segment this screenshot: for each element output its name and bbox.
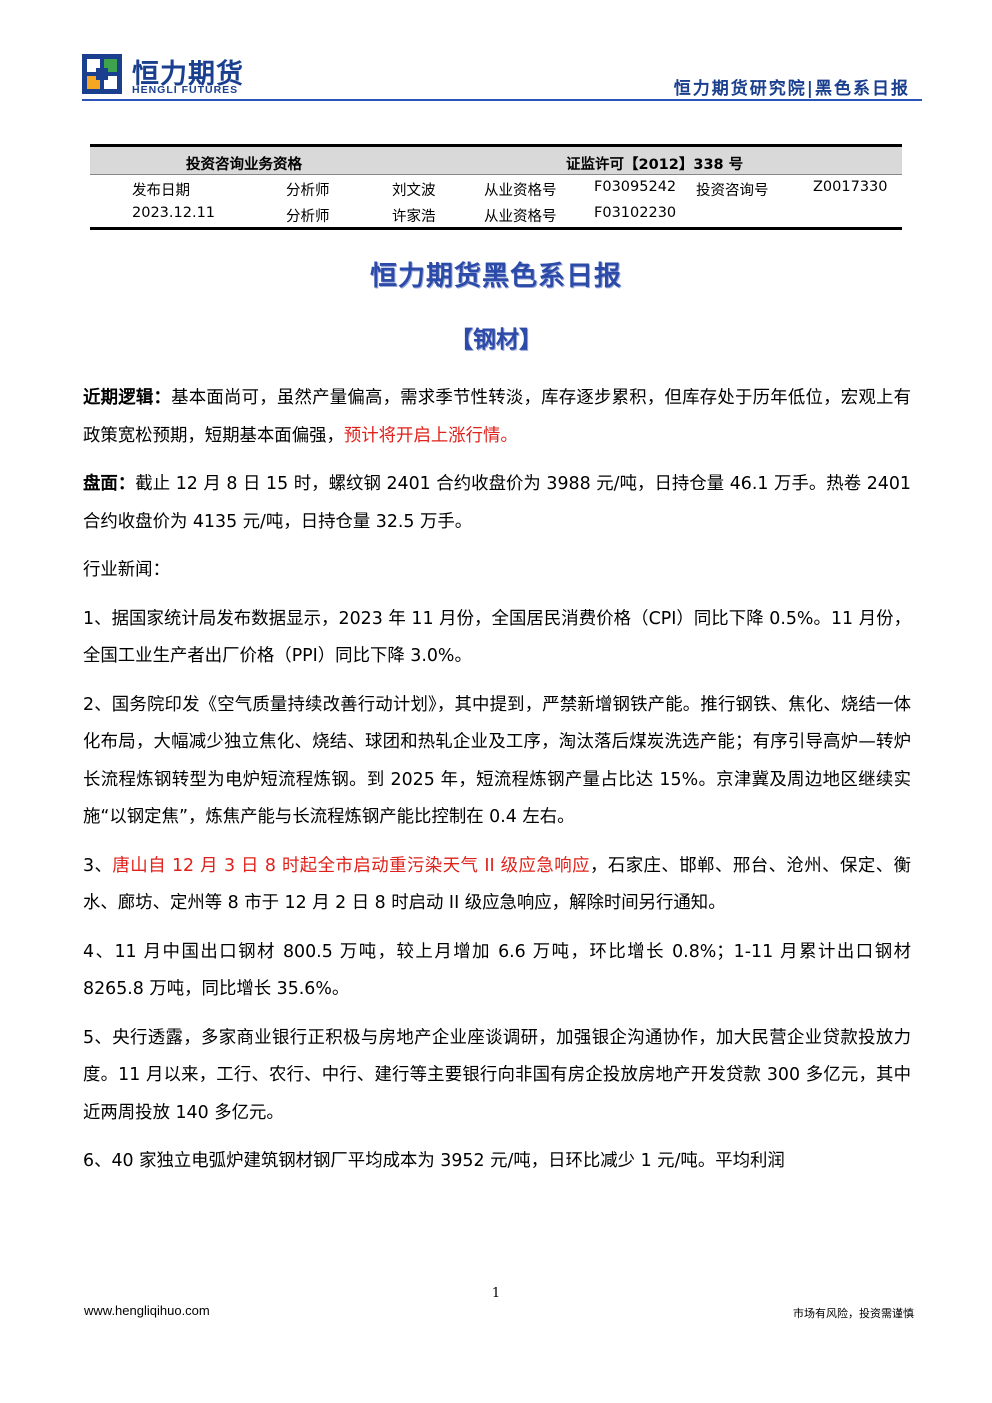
cert-number: F03095242 xyxy=(594,179,677,195)
report-body: 近期逻辑：基本面尚可，虽然产量偏高，需求季节性转淡，库存逐步累积，但库存处于历年… xyxy=(83,380,911,1192)
cert-label: 从业资格号 xyxy=(484,209,557,225)
footer-website-link[interactable]: www.hengliqihuo.com xyxy=(84,1303,210,1318)
hengli-logo-icon xyxy=(82,54,122,94)
logic-paragraph: 近期逻辑：基本面尚可，虽然产量偏高，需求季节性转淡，库存逐步累积，但库存处于历年… xyxy=(83,380,911,455)
market-paragraph: 盘面：截止 12 月 8 日 15 时，螺纹钢 2401 合约收盘价为 3988… xyxy=(83,466,911,541)
analyst-name: 许家浩 xyxy=(392,209,436,225)
news-item: 1、据国家统计局发布数据显示，2023 年 11 月份，全国居民消费价格（CPI… xyxy=(83,608,911,667)
cert-number: F03102230 xyxy=(594,205,677,221)
brand-name-en: HENGLI FUTURES xyxy=(132,84,239,96)
header-report-title: 恒力期货研究院|黑色系日报 xyxy=(673,79,910,99)
publish-date-label: 发布日期 xyxy=(132,183,190,199)
analyst-name: 刘文波 xyxy=(392,183,436,199)
header-divider xyxy=(82,99,922,101)
analyst-role: 分析师 xyxy=(286,183,330,199)
news-item: 2、国务院印发《空气质量持续改善行动计划》，其中提到，严禁新增钢铁产能。推行钢铁… xyxy=(83,694,911,828)
qualification-label: 投资咨询业务资格 xyxy=(186,157,302,173)
consult-number: Z0017330 xyxy=(813,179,888,195)
logic-text: 基本面尚可，虽然产量偏高，需求季节性转淡，库存逐步累积，但库存处于历年低位，宏观… xyxy=(83,388,911,446)
page-number: 1 xyxy=(491,1286,501,1301)
footer-risk-warning: 市场有风险，投资需谨慎 xyxy=(793,1307,914,1320)
qualification-row: 投资咨询业务资格 证监许可【2012】338 号 xyxy=(90,147,902,175)
news-item: 6、40 家独立电弧炉建筑钢材钢厂平均成本为 3952 元/吨，日环比减少 1 … xyxy=(83,1151,785,1171)
news-label: 行业新闻： xyxy=(83,560,170,580)
market-label: 盘面： xyxy=(83,474,136,494)
qualification-table: 投资咨询业务资格 证监许可【2012】338 号 发布日期 分析师 刘文波 从业… xyxy=(90,144,902,230)
analyst-row: 发布日期 分析师 刘文波 从业资格号 F03095242 投资咨询号 Z0017… xyxy=(90,175,902,201)
report-title: 恒力期货黑色系日报 xyxy=(370,261,622,292)
news-item-prefix: 3、 xyxy=(83,855,113,876)
analyst-role: 分析师 xyxy=(286,209,330,225)
news-item: 5、央行透露，多家商业银行正积极与房地产企业座谈调研，加强银企沟通协作，加大民营… xyxy=(83,1027,911,1123)
license-number: 证监许可【2012】338 号 xyxy=(566,157,744,173)
publish-date: 2023.12.11 xyxy=(132,205,216,221)
company-logo: 恒力期货 HENGLI FUTURES xyxy=(82,52,252,98)
news-item: 3、唐山自 12 月 3 日 8 时起全市启动重污染天气 II 级应急响应，石家… xyxy=(83,848,911,923)
news-item: 4、11 月中国出口钢材 800.5 万吨，较上月增加 6.6 万吨，环比增长 … xyxy=(83,941,911,1000)
market-text: 截止 12 月 8 日 15 时，螺纹钢 2401 合约收盘价为 3988 元/… xyxy=(83,474,911,532)
analyst-row: 2023.12.11 分析师 许家浩 从业资格号 F03102230 xyxy=(90,201,902,227)
logic-label: 近期逻辑： xyxy=(83,388,172,408)
news-item-highlight: 唐山自 12 月 3 日 8 时起全市启动重污染天气 II 级应急响应 xyxy=(112,855,590,876)
consult-label: 投资咨询号 xyxy=(696,183,769,199)
brand-name: 恒力期货 xyxy=(132,59,244,90)
cert-label: 从业资格号 xyxy=(484,183,557,199)
news-item-rest: ，石家庄、邯郸、邢台、沧州、保定、衡水、廊坊、定州等 8 市于 12 月 2 日… xyxy=(83,855,911,914)
section-title: 【钢材】 xyxy=(450,327,542,353)
logic-highlight: 预计将开启上涨行情。 xyxy=(343,425,518,446)
